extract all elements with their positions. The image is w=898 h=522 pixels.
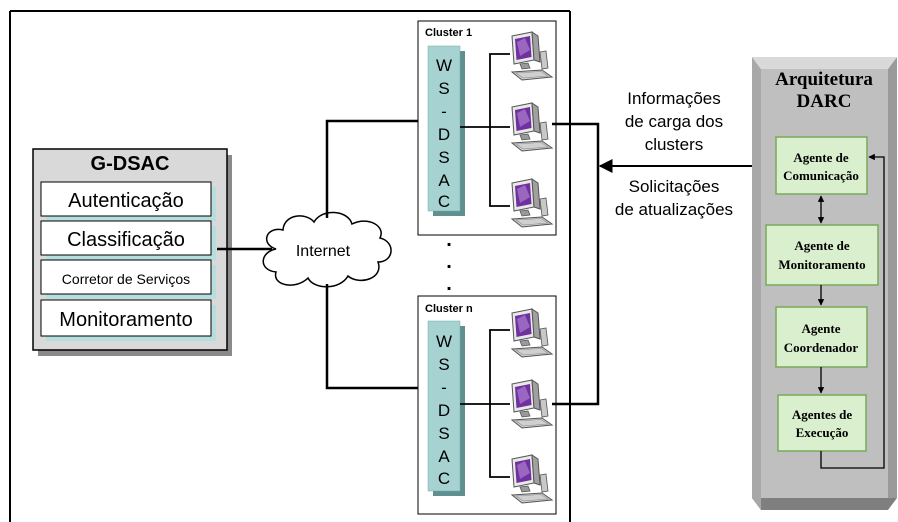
info-message: Informações de carga dos clusters xyxy=(625,89,723,154)
feedback-loop-arrow xyxy=(820,153,885,469)
ellipsis-dot: . xyxy=(446,229,452,251)
cluster-1-ws-letter: W xyxy=(436,56,452,75)
agent-line: Execução xyxy=(796,425,849,440)
agent-line: Monitoramento xyxy=(778,257,865,272)
links-internet-clusters xyxy=(325,119,418,390)
agent-execucao xyxy=(777,394,867,452)
darc-panel: Arquitetura DARC Agente de Comunicação A… xyxy=(752,57,897,510)
info-line: Informações xyxy=(627,89,721,108)
internet-label: Internet xyxy=(296,243,351,260)
module-corretor: Corretor de Serviços xyxy=(62,271,190,287)
module-autenticacao: Autenticação xyxy=(68,190,184,212)
agent-coordenador xyxy=(775,306,868,368)
cluster-n: Cluster n W S - D S A C xyxy=(417,295,557,515)
links-clusters-darc xyxy=(552,122,777,406)
cluster-1-ws-letter: S xyxy=(438,148,449,167)
request-line: de atualizações xyxy=(615,200,733,219)
agent-line: Agente de xyxy=(793,150,848,165)
cluster-n-label: Cluster n xyxy=(425,303,473,315)
info-line: de carga dos xyxy=(625,112,723,131)
gdsac-title: G-DSAC xyxy=(91,153,170,175)
cluster-1-ws-letter: S xyxy=(438,79,449,98)
cluster-n-ws-letter: - xyxy=(441,378,447,397)
cluster-1-ws-letter: A xyxy=(438,171,450,190)
outer-frame xyxy=(9,10,571,522)
request-message: Solicitações de atualizações xyxy=(615,177,733,219)
darc-title-line: Arquitetura xyxy=(775,69,873,90)
cluster-n-ws-letter: W xyxy=(436,332,452,351)
cluster-n-ws-letter: S xyxy=(438,424,449,443)
request-line: Solicitações xyxy=(629,177,720,196)
cluster-n-ws-letter: A xyxy=(438,447,450,466)
cluster-n-ws-letter: S xyxy=(438,355,449,374)
module-monitoramento: Monitoramento xyxy=(59,309,192,331)
cluster-1-label: Cluster 1 xyxy=(425,27,472,39)
agent-line: Agentes de xyxy=(792,407,853,422)
internet-cloud: Internet xyxy=(262,211,392,288)
gdsac-box: G-DSAC Autenticação Classificação Corret… xyxy=(32,148,232,356)
cluster-1-ws-letter: - xyxy=(441,102,447,121)
agent-line: Agente de xyxy=(794,238,849,253)
ellipsis-dot: . xyxy=(446,251,452,273)
cluster-1-ws-letter: C xyxy=(438,192,450,211)
ellipsis-dot: . xyxy=(446,273,452,295)
module-classificacao: Classificação xyxy=(67,229,185,251)
cluster-ellipsis: . . . xyxy=(446,229,452,295)
agent-monitoramento xyxy=(765,224,879,286)
darc-title-line: DARC xyxy=(797,91,852,112)
cluster-1: Cluster 1 W S - D S A C xyxy=(417,20,557,236)
cluster-n-ws-letter: D xyxy=(438,401,450,420)
cluster-n-ws-letter: C xyxy=(438,469,450,488)
info-line: clusters xyxy=(645,135,704,154)
cluster-1-ws-letter: D xyxy=(438,125,450,144)
agent-line: Coordenador xyxy=(784,340,859,355)
agent-line: Comunicação xyxy=(783,168,859,183)
agent-comunicacao xyxy=(775,136,868,195)
agent-line: Agente xyxy=(802,321,841,336)
